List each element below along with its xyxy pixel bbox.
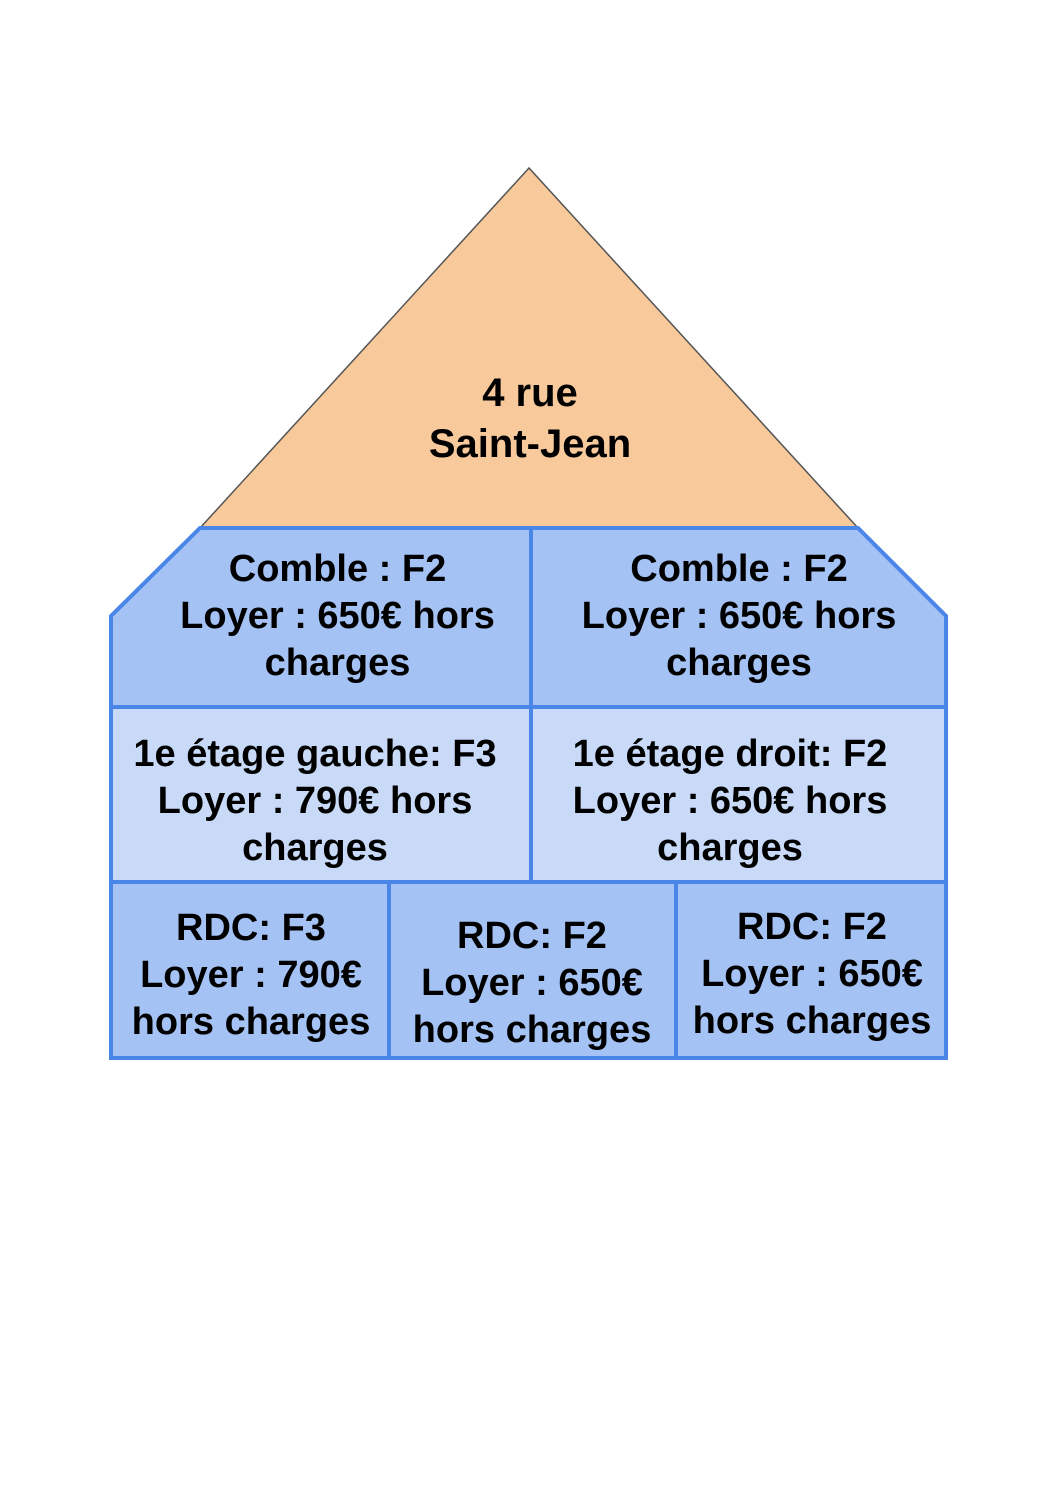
apartment-title: RDC: F3 bbox=[176, 907, 326, 949]
apartment-title: RDC: F2 bbox=[737, 906, 887, 948]
apartment-title: Comble : F2 bbox=[630, 548, 848, 590]
apartment-rent: Loyer : 650€ hors bbox=[572, 780, 888, 822]
ground-floor-right-label: RDC: F2 Loyer : 650€ hors charges bbox=[679, 904, 945, 1045]
first-floor-right-label: 1e étage droit: F2 Loyer : 650€ hors cha… bbox=[540, 731, 920, 872]
apartment-rent: Loyer : 790€ hors bbox=[157, 780, 473, 822]
roof bbox=[198, 166, 860, 529]
ground-floor-middle-label: RDC: F2 Loyer : 650€ hors charges bbox=[392, 913, 672, 1054]
address-line-2: Saint-Jean bbox=[428, 422, 632, 466]
apartment-rent-suffix: charges bbox=[264, 642, 411, 684]
apartment-title: RDC: F2 bbox=[457, 915, 607, 957]
first-floor-left-label: 1e étage gauche: F3 Loyer : 790€ hors ch… bbox=[116, 731, 514, 872]
apartment-rent-suffix: hors charges bbox=[412, 1009, 652, 1051]
apartment-rent-suffix: hors charges bbox=[131, 1001, 371, 1043]
apartment-rent-suffix: charges bbox=[666, 642, 812, 684]
ground-floor bbox=[109, 880, 948, 1060]
attic-left-label: Comble : F2 Loyer : 650€ hors charges bbox=[160, 546, 515, 687]
apartment-rent: Loyer : 650€ bbox=[701, 953, 923, 995]
apartment-rent: Loyer : 650€ bbox=[421, 962, 643, 1004]
apartment-rent-suffix: charges bbox=[242, 827, 388, 869]
attic-right-label: Comble : F2 Loyer : 650€ hors charges bbox=[560, 546, 918, 687]
address-line-1: 4 rue bbox=[482, 371, 578, 415]
apartment-rent: Loyer : 650€ hors bbox=[180, 595, 495, 637]
ground-floor-left-label: RDC: F3 Loyer : 790€ hors charges bbox=[114, 905, 388, 1046]
apartment-title: 1e étage gauche: F3 bbox=[133, 733, 497, 775]
first-floor bbox=[109, 705, 948, 884]
apartment-rent-suffix: hors charges bbox=[692, 1000, 932, 1042]
apartment-rent-suffix: charges bbox=[657, 827, 803, 869]
apartment-title: Comble : F2 bbox=[228, 548, 447, 590]
apartment-rent: Loyer : 790€ bbox=[140, 954, 362, 996]
roof-address-label: 4 rue Saint-Jean bbox=[380, 368, 680, 470]
apartment-rent: Loyer : 650€ hors bbox=[581, 595, 897, 637]
apartment-title: 1e étage droit: F2 bbox=[572, 733, 888, 775]
